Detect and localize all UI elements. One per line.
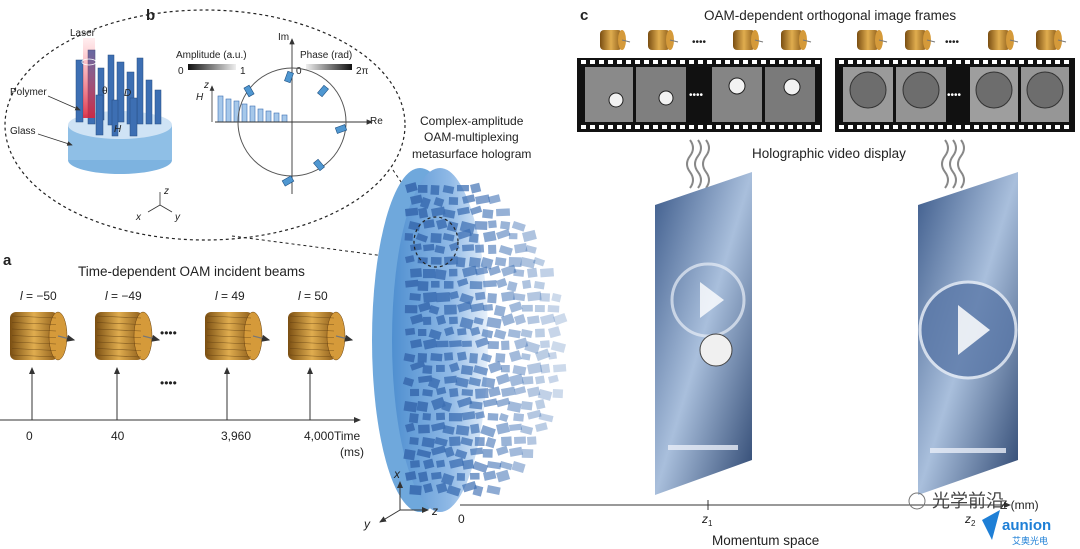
axes-y-label: y bbox=[363, 517, 371, 531]
panel-a-title: Time-dependent OAM incident beams bbox=[78, 264, 305, 279]
amplitude-label: Amplitude (a.u.) bbox=[176, 50, 247, 61]
oam-beam-icon bbox=[1036, 30, 1067, 50]
triad-b bbox=[147, 192, 173, 213]
laser-label: Laser bbox=[70, 28, 96, 39]
triad-y: y bbox=[174, 212, 181, 223]
z2-label: z2 bbox=[964, 512, 976, 528]
metasurface-pillars bbox=[402, 182, 568, 497]
axes-x-label: x bbox=[393, 467, 401, 481]
beam-l-label: l = 50 bbox=[298, 289, 328, 303]
polymer-pointer bbox=[47, 95, 81, 111]
time-axis-label: Time bbox=[334, 429, 361, 443]
display-title: Holographic video display bbox=[752, 146, 906, 161]
amp-min: 0 bbox=[178, 66, 184, 77]
hologram-label-1: Complex-amplitude bbox=[420, 114, 524, 128]
watermark: 光学前沿 aunion 艾奥光电 bbox=[908, 491, 1051, 547]
triad-x: x bbox=[135, 212, 142, 223]
phase-label: Phase (rad) bbox=[300, 50, 352, 61]
amp-max: 1 bbox=[240, 66, 246, 77]
oam-beam-icon bbox=[857, 30, 888, 50]
axis-im: Im bbox=[278, 32, 289, 43]
phase-colorbar bbox=[306, 64, 352, 70]
oam-beam-icon bbox=[600, 30, 631, 50]
triad-z: z bbox=[163, 186, 169, 197]
hologram-label-3: metasurface hologram bbox=[412, 147, 531, 161]
z0-label: 0 bbox=[458, 512, 465, 526]
polymer-label: Polymer bbox=[10, 87, 47, 98]
oam-beam bbox=[205, 311, 271, 361]
beam-l-label: l = 49 bbox=[215, 289, 245, 303]
panel-label-c: c bbox=[580, 7, 588, 24]
icon-dots-1: •••• bbox=[692, 37, 707, 48]
amplitude-colorbar bbox=[188, 64, 236, 70]
z1-label: z1 bbox=[701, 512, 713, 528]
laser-beam bbox=[83, 38, 95, 118]
beam-l-label: l = −49 bbox=[105, 289, 142, 303]
panel-label-b: b bbox=[146, 7, 155, 24]
hologram-label-2: OAM-multiplexing bbox=[424, 130, 519, 144]
glass-label: Glass bbox=[10, 126, 36, 137]
wavy-lines bbox=[686, 139, 965, 189]
panel-c: c OAM-dependent orthogonal image frames … bbox=[458, 7, 1075, 548]
axes-bottom bbox=[379, 481, 429, 523]
watermark-cn: 光学前沿 bbox=[932, 491, 1004, 512]
metasurface-hologram bbox=[372, 168, 568, 512]
brand-logo bbox=[982, 510, 1000, 540]
oam-icon-row bbox=[600, 30, 1067, 50]
film-dots-1: •••• bbox=[689, 90, 704, 101]
oam-beam bbox=[95, 311, 161, 361]
holo-screen-2 bbox=[918, 172, 1018, 495]
panel-b: b Laser θ D H Polymer bbox=[4, 7, 406, 241]
theta-label: θ bbox=[102, 86, 108, 97]
oam-beam-icon bbox=[733, 30, 764, 50]
film-strip-basketball: •••• bbox=[835, 58, 1075, 132]
oam-beam bbox=[10, 311, 76, 361]
ellipsis-bottom: •••• bbox=[160, 376, 177, 390]
beam-time-label: 3,960 bbox=[221, 429, 251, 443]
amplitude-staircase bbox=[217, 95, 288, 123]
axis-re: Re bbox=[370, 116, 383, 127]
momentum-label: Momentum space bbox=[712, 533, 819, 548]
oam-beam bbox=[288, 311, 354, 361]
beam-group: l = −50 0 l = −49 40 l = 49 3,960 l = 50 4,000 bbox=[10, 289, 354, 443]
z-axis-small: z bbox=[203, 80, 209, 91]
D-label: D bbox=[124, 88, 131, 99]
panel-label-a: a bbox=[3, 252, 12, 269]
zoom-circle bbox=[413, 216, 459, 268]
watermark-brand-sub: 艾奥光电 bbox=[1012, 535, 1048, 547]
phase-max: 2π bbox=[356, 66, 369, 77]
watermark-brand: aunion bbox=[1002, 517, 1051, 534]
beam-l-label: l = −50 bbox=[20, 289, 57, 303]
glass-pointer bbox=[37, 133, 73, 146]
axes-z-label: z bbox=[431, 504, 438, 518]
H-axis-label: H bbox=[196, 92, 204, 103]
ellipsis-top: •••• bbox=[160, 326, 177, 340]
inset-ellipse bbox=[4, 9, 406, 241]
beam-time-label: 0 bbox=[26, 429, 33, 443]
beam-time-label: 40 bbox=[111, 429, 125, 443]
panel-a: a Time-dependent OAM incident beams Time… bbox=[0, 252, 364, 459]
holo-screen-1 bbox=[655, 172, 752, 495]
oam-beam-icon bbox=[781, 30, 812, 50]
film-strip-football: •••• bbox=[577, 58, 822, 132]
H-pillar-label: H bbox=[114, 124, 122, 135]
film-dots-2: •••• bbox=[947, 90, 962, 101]
beam-time-label: 4,000 bbox=[304, 429, 334, 443]
oam-beam-icon bbox=[648, 30, 679, 50]
complex-plane bbox=[215, 38, 373, 194]
laser-spot bbox=[81, 58, 97, 66]
oam-beam-icon bbox=[905, 30, 936, 50]
oam-beam-icon bbox=[988, 30, 1019, 50]
icon-dots-2: •••• bbox=[945, 37, 960, 48]
z-unit-label: Z (mm) bbox=[1000, 498, 1039, 512]
frames-title: OAM-dependent orthogonal image frames bbox=[704, 8, 956, 23]
time-axis-unit: (ms) bbox=[340, 445, 364, 459]
phase-min: 0 bbox=[296, 66, 302, 77]
